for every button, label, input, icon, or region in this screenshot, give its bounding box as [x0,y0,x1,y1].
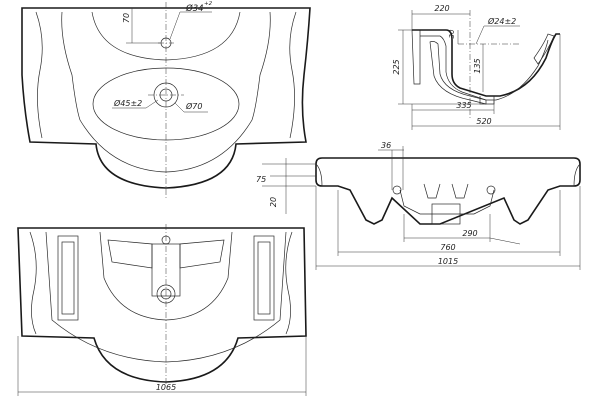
bottom-view-slot-right-outer [253,235,275,321]
dim-side-top-width: 220 [434,4,449,13]
bottom-view-slot-left-inner [61,241,75,315]
dim-bottom-total-width: 1065 [156,383,176,392]
front-view-screw-left [392,185,402,195]
top-view-left-wave [35,11,43,139]
front-view-rim [315,157,581,225]
bottom-view: 1065 [17,224,307,396]
section-bowl-curve [429,40,487,105]
dim-tap-hole-tolerance: +2 [204,1,213,7]
top-view: 70 Ø34 +2 Ø45±2 Ø70 [21,1,311,200]
dim-side-height: 225 [392,59,401,74]
front-view-basin [399,189,495,215]
dim-rim-thickness: 20 [269,197,278,207]
dim-overflow-hole: Ø24±2 [487,16,516,26]
front-view-screw-right [486,185,496,195]
front-view: 36 75 20 290 760 1015 [256,141,581,270]
bottom-view-left-wave [29,231,37,335]
dim-side-total-depth: 520 [476,117,491,126]
dim-front-36: 36 [381,141,391,150]
side-section-view: 220 Ø24±2 30 225 135 335 520 [392,4,561,130]
dim-drain-ring: Ø70 [185,101,202,111]
top-view-right-wave [289,11,297,139]
front-view-rib-1 [423,183,441,199]
bottom-view-slot-right-inner [257,241,271,315]
top-view-outline [21,7,311,189]
dim-drain-hole: Ø45±2 [113,98,142,108]
section-wall-back [411,29,421,85]
bottom-view-outline [17,227,307,383]
section-body [412,29,560,97]
dim-tap-offset: 70 [122,13,131,23]
dim-bowl-height: 135 [473,58,482,73]
dim-tap-hole: Ø34 [185,3,204,14]
front-view-drain [431,203,461,225]
dim-bowl-depth: 335 [456,101,471,110]
dim-front-290: 290 [462,229,477,238]
front-view-rib-2 [451,183,469,199]
section-rim-hatch [533,33,555,65]
dim-rim-height: 75 [256,175,266,184]
dim-front-total-width: 1015 [438,257,458,266]
bottom-view-right-wave [285,231,293,335]
section-inner [420,35,549,101]
front-view-left-cap [315,163,323,187]
front-view-right-cap [573,163,581,187]
bottom-view-slot-left-outer [57,235,79,321]
dim-overflow-offset: 30 [448,29,456,38]
dim-front-760: 760 [440,243,455,252]
